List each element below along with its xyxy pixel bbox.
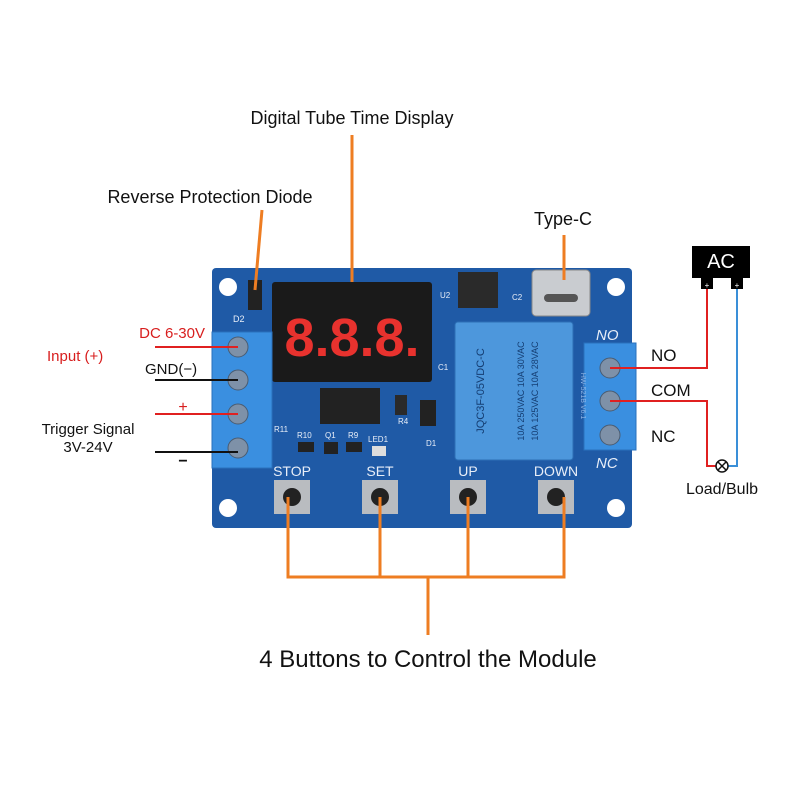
label-trigger: Trigger Signal — [42, 421, 135, 438]
regulator-chip — [458, 272, 498, 308]
label-com: COM — [651, 381, 691, 400]
button-label-down: DOWN — [534, 463, 578, 479]
silk-version: HW-521B V6.1 — [579, 373, 586, 420]
silk-r11: R11 — [274, 425, 289, 434]
silk-d1: D1 — [426, 439, 437, 448]
label-load: Load/Bulb — [686, 481, 758, 498]
silk-r9: R9 — [348, 431, 359, 440]
relay-rating-1: 10A 250VAC 10A 30VAC — [516, 341, 526, 441]
label-display: Digital Tube Time Display — [250, 108, 453, 128]
ac-source: AC + + — [692, 246, 750, 290]
relay-terminal-block — [583, 342, 637, 451]
mount-hole — [607, 278, 625, 296]
silk-d2: D2 — [233, 314, 245, 324]
transistor-q1 — [324, 442, 338, 454]
label-nc: NC — [651, 427, 676, 446]
led1 — [372, 446, 386, 456]
smd-part — [346, 442, 362, 452]
smd-part — [298, 442, 314, 452]
reverse-protection-diode — [248, 280, 262, 310]
silk-nc: NC — [596, 455, 618, 472]
relay-module-board: D2 8.8.8. U2 C2 C1 JQC3F-05VDC-C 10A 250… — [211, 268, 637, 528]
button-label-set: SET — [366, 463, 394, 479]
label-no: NO — [651, 346, 677, 365]
ac-label: AC — [707, 251, 735, 273]
button-label-up: UP — [458, 463, 477, 479]
callout-lines — [253, 135, 566, 635]
label-trigger-plus: + — [178, 399, 187, 416]
optocoupler-chip — [320, 388, 380, 424]
mount-hole — [607, 499, 625, 517]
silk-u2: U2 — [440, 291, 451, 300]
diode-d1 — [420, 400, 436, 426]
display-digits: 8.8.8. — [284, 308, 419, 368]
mount-hole — [219, 499, 237, 517]
screw-nc[interactable] — [599, 424, 621, 446]
label-trigger-range: 3V-24V — [63, 439, 112, 456]
label-trigger-minus: − — [178, 453, 187, 470]
type-c-opening — [544, 294, 578, 302]
silk-c2: C2 — [512, 293, 523, 302]
button-stop[interactable]: STOP — [273, 463, 311, 514]
ac-terminal-right: + — [735, 281, 740, 290]
type-c-port[interactable] — [531, 269, 591, 317]
button-label-stop: STOP — [273, 463, 311, 479]
screw-trigger-minus[interactable] — [227, 437, 249, 459]
silk-led1: LED1 — [368, 435, 389, 444]
digital-tube-display: 8.8.8. — [272, 282, 432, 382]
load-wiring — [610, 288, 738, 467]
label-typec: Type-C — [534, 209, 592, 229]
label-gnd: GND(−) — [145, 361, 197, 378]
relay-model: JQC3F-05VDC-C — [475, 348, 487, 434]
silk-r4: R4 — [398, 417, 409, 426]
label-dc-voltage: DC 6-30V — [139, 325, 205, 342]
ac-terminal-left: + — [705, 281, 710, 290]
bulb-icon — [715, 459, 729, 473]
silk-q1: Q1 — [325, 431, 336, 440]
silk-r10: R10 — [297, 431, 312, 440]
label-buttons-caption: 4 Buttons to Control the Module — [259, 646, 597, 673]
input-terminal-block — [211, 331, 273, 469]
silk-c1: C1 — [438, 363, 449, 372]
mount-hole — [219, 278, 237, 296]
resistor-r4 — [395, 395, 407, 415]
button-down[interactable]: DOWN — [534, 463, 578, 514]
relay-rating-2: 10A 125VAC 10A 28VAC — [530, 341, 540, 441]
label-input: Input (+) — [47, 348, 103, 365]
label-diode: Reverse Protection Diode — [107, 187, 312, 207]
relay: JQC3F-05VDC-C 10A 250VAC 10A 30VAC 10A 1… — [454, 321, 574, 461]
silk-no: NO — [596, 327, 619, 344]
input-wires — [155, 346, 238, 453]
